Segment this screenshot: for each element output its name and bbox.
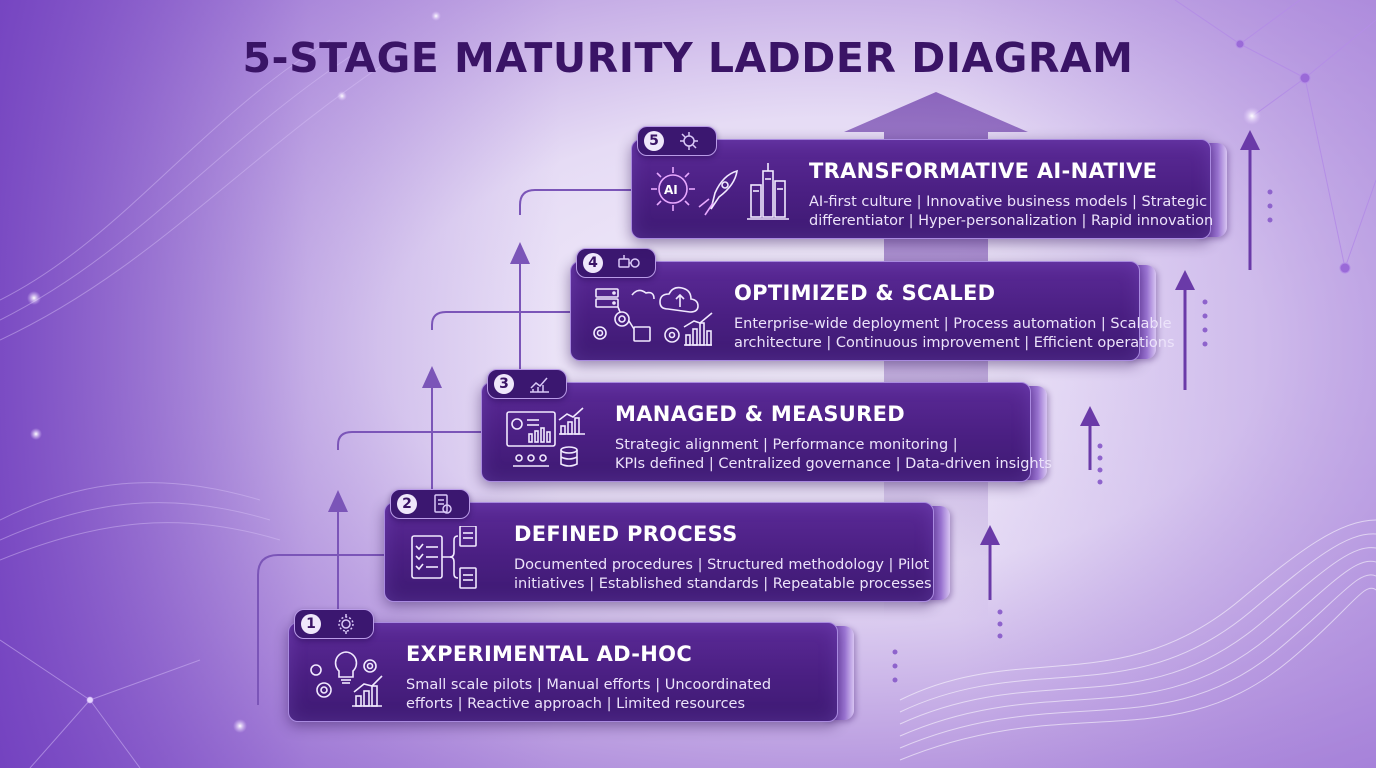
stage-2-badge: 2	[390, 489, 470, 519]
stage-3-description: Strategic alignment | Performance monito…	[615, 436, 1052, 474]
stage-4-description: Enterprise-wide deployment | Process aut…	[734, 315, 1175, 353]
stage-2-name: DEFINED PROCESS	[514, 522, 738, 546]
diagram-title: 5-STAGE MATURITY LADDER DIAGRAM	[242, 34, 1134, 82]
process-branch-icon	[442, 526, 477, 589]
stage-2-card: 2 DEFINED PROCESS Documented procedures …	[384, 489, 950, 602]
stage-4-description-line: architecture | Continuous improvement | …	[734, 335, 1175, 351]
wave-lines-left	[0, 39, 391, 561]
cloud-icon	[659, 286, 699, 313]
gears-icon	[310, 659, 377, 698]
right-dot-trails	[892, 189, 1273, 683]
stage-5-badge: 5	[637, 126, 717, 156]
stage-3-badge: 3	[487, 369, 567, 399]
stage-5-description: AI-first culture | Innovative business m…	[809, 193, 1213, 231]
ladder-arrowheads	[328, 242, 530, 512]
stage-3-number: 3	[494, 374, 514, 394]
line-chart-icon	[530, 377, 549, 393]
stage-4-badge: 4	[576, 248, 656, 278]
ai-brain-icon	[680, 132, 698, 150]
stage-1-name: EXPERIMENTAL AD-HOC	[406, 642, 693, 666]
server-gear-icon	[593, 288, 655, 342]
checklist-icon	[411, 535, 443, 579]
stage-4-card: 4 OPTIMIZED & SCALED Enterprise-wide	[570, 248, 1175, 361]
city-icon	[747, 163, 789, 220]
stage-5-description-line: AI-first culture | Innovative business m…	[809, 194, 1208, 210]
stage-4-description-line: Enterprise-wide deployment | Process aut…	[734, 316, 1172, 332]
stage-1-number: 1	[301, 614, 321, 634]
trend-chart-icon	[558, 407, 585, 435]
growth-chart-icon	[664, 312, 713, 346]
stage-1-card: 1 EXPERIMENTAL AD-HOC Small scale pilots…	[288, 609, 854, 722]
stage-3-card: 3 MANAGED & MEASURED Strategic alignment…	[481, 369, 1052, 482]
stage-4-name: OPTIMIZED & SCALED	[734, 281, 996, 305]
stage-5-name: TRANSFORMATIVE AI-NATIVE	[809, 159, 1158, 183]
database-icon	[513, 446, 578, 467]
stage-1-description-line: efforts | Reactive approach | Limited re…	[406, 696, 746, 712]
stage-4-illustration	[593, 286, 713, 346]
lightbulb-icon	[334, 651, 358, 684]
dashboard-icon	[506, 411, 556, 447]
stage-2-number: 2	[397, 494, 417, 514]
ladder-connectors	[257, 189, 632, 705]
stage-2-description-line: initiatives | Established standards | Re…	[514, 576, 932, 592]
glow-dots	[27, 11, 1261, 733]
right-up-arrows	[980, 130, 1260, 600]
stage-3-description-line: KPIs defined | Centralized governance | …	[615, 456, 1052, 472]
bar-chart-icon	[352, 675, 383, 707]
stage-1-badge: 1	[294, 609, 374, 639]
ai-chip-icon: AI	[651, 167, 695, 211]
stage-4-panel	[570, 261, 1140, 361]
rocket-icon	[698, 169, 738, 216]
network-graph-bottom-left	[0, 639, 201, 768]
gear-network-icon	[338, 614, 354, 634]
automation-icon	[618, 255, 640, 268]
stage-2-description: Documented procedures | Structured metho…	[514, 556, 932, 594]
stage-5-illustration: AI	[651, 163, 789, 220]
stage-5-description-line: differentiator | Hyper-personalization |…	[809, 213, 1214, 229]
stage-4-number: 4	[583, 253, 603, 273]
stage-5-card: 5 AI TRANSFORMATIVE AI-NATIVE	[631, 126, 1227, 239]
stage-3-illustration	[506, 407, 585, 467]
stage-1-description-line: Small scale pilots | Manual efforts | Un…	[406, 677, 772, 693]
document-check-icon	[434, 494, 452, 514]
stage-2-illustration	[411, 526, 477, 589]
stage-2-description-line: Documented procedures | Structured metho…	[514, 557, 930, 573]
stage-3-name: MANAGED & MEASURED	[615, 402, 905, 426]
svg-text:AI: AI	[664, 183, 678, 197]
stage-1-illustration	[310, 651, 383, 707]
wave-lines-right	[899, 519, 1376, 761]
stage-3-description-line: Strategic alignment | Performance monito…	[615, 437, 958, 453]
stage-5-number: 5	[644, 131, 664, 151]
stage-1-description: Small scale pilots | Manual efforts | Un…	[406, 676, 771, 714]
